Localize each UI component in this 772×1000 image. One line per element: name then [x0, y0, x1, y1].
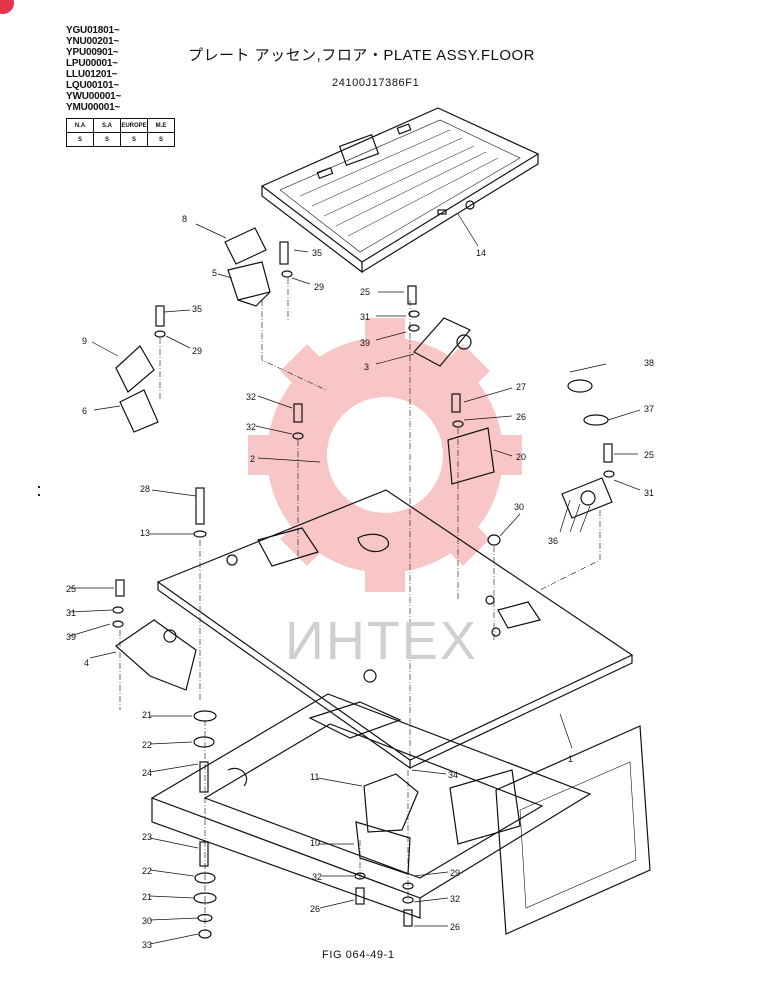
callout-label: 21	[142, 710, 152, 720]
callout-label: 32	[246, 422, 256, 432]
callout-label: 5	[212, 268, 217, 278]
callout-label: 6	[82, 406, 87, 416]
callout-label: 22	[142, 866, 152, 876]
corner-badge	[0, 0, 14, 14]
callout-label: 37	[644, 404, 654, 414]
pedal-assembly-upper	[224, 227, 271, 307]
callout-label: 38	[644, 358, 654, 368]
region-header: M.E	[147, 118, 175, 133]
base-frame	[150, 693, 651, 935]
callout-label: 29	[192, 346, 202, 356]
callout-label: 28	[140, 484, 150, 494]
callout-label: 1	[568, 754, 573, 764]
serial-number: YPU00901~	[66, 47, 119, 58]
line-art	[69, 107, 651, 945]
bracket-3	[413, 317, 472, 367]
callout-label: 11	[310, 772, 319, 782]
serial-number: YWU00001~	[66, 91, 122, 102]
scan-dot	[38, 494, 40, 496]
serial-number: LQU00101~	[66, 80, 119, 91]
watermark-gear-icon	[248, 318, 522, 592]
serial-number: LPU00001~	[66, 58, 118, 69]
callout-label: 20	[516, 452, 526, 462]
leader-lines	[69, 213, 641, 945]
bracket-20	[447, 427, 495, 485]
callout-label: 35	[192, 304, 202, 314]
region-value: S	[147, 132, 175, 147]
callout-label: 29	[314, 282, 324, 292]
callout-label: 33	[142, 940, 152, 950]
callout-label: 8	[182, 214, 187, 224]
callout-label: 25	[644, 450, 654, 460]
alignment-lines	[119, 278, 601, 930]
callout-label: 21	[142, 892, 152, 902]
serial-number: YNU00201~	[66, 36, 119, 47]
callout-label: 30	[514, 502, 524, 512]
callout-label: 32	[246, 392, 256, 402]
callout-label: 35	[312, 248, 322, 258]
callout-label: 26	[450, 922, 460, 932]
callout-label: 39	[360, 338, 370, 348]
callout-label: 29	[450, 868, 460, 878]
serial-number: YMU00001~	[66, 102, 121, 113]
scan-dot	[38, 486, 40, 488]
serial-number-list: YGU01801~ YNU00201~ YPU00901~ LPU00001~ …	[66, 25, 121, 113]
callout-label: 24	[142, 768, 152, 778]
assembly-part-number: 24100J17386F1	[332, 77, 420, 89]
callout-label: 3	[364, 362, 369, 372]
callout-label: 23	[142, 832, 152, 842]
callout-label: 13	[140, 528, 150, 538]
callout-label: 25	[360, 287, 370, 297]
callout-label: 22	[142, 740, 152, 750]
callout-label: 30	[142, 916, 152, 926]
callout-label: 27	[516, 382, 526, 392]
callout-label: 31	[644, 488, 654, 498]
callout-label: 10	[310, 838, 320, 848]
callout-label: 25	[66, 584, 76, 594]
callout-label: 26	[310, 904, 320, 914]
pedal-assembly-lower	[115, 345, 159, 433]
callout-label: 32	[450, 894, 460, 904]
callout-label: 2	[250, 454, 255, 464]
serial-number: YGU01801~	[66, 25, 120, 36]
serial-number: LLU01201~	[66, 69, 118, 80]
mount-11	[355, 773, 419, 875]
page-title: プレート アッセン,フロア・PLATE ASSY.FLOOR	[188, 47, 536, 64]
callout-label: 9	[82, 336, 87, 346]
callout-label: 36	[548, 536, 558, 546]
figure-number: FIG 064-49-1	[322, 949, 395, 961]
bolts	[115, 241, 613, 927]
floor-plate-main	[156, 489, 634, 770]
callout-label: 26	[516, 412, 526, 422]
callout-label: 31	[66, 608, 76, 618]
region-table: N.A S.A EUROPE M.E S S S S	[66, 118, 175, 147]
callout-label: 39	[66, 632, 76, 642]
floor-plate-top	[260, 107, 540, 274]
callout-label: 34	[448, 770, 458, 780]
watermark-text: ИНТЕХ	[285, 611, 478, 671]
bracket-4	[115, 619, 197, 691]
callout-label: 31	[360, 312, 370, 322]
washers	[112, 270, 615, 904]
callout-label: 4	[84, 658, 89, 668]
callout-label: 32	[312, 872, 322, 882]
callout-label: 14	[476, 248, 486, 258]
